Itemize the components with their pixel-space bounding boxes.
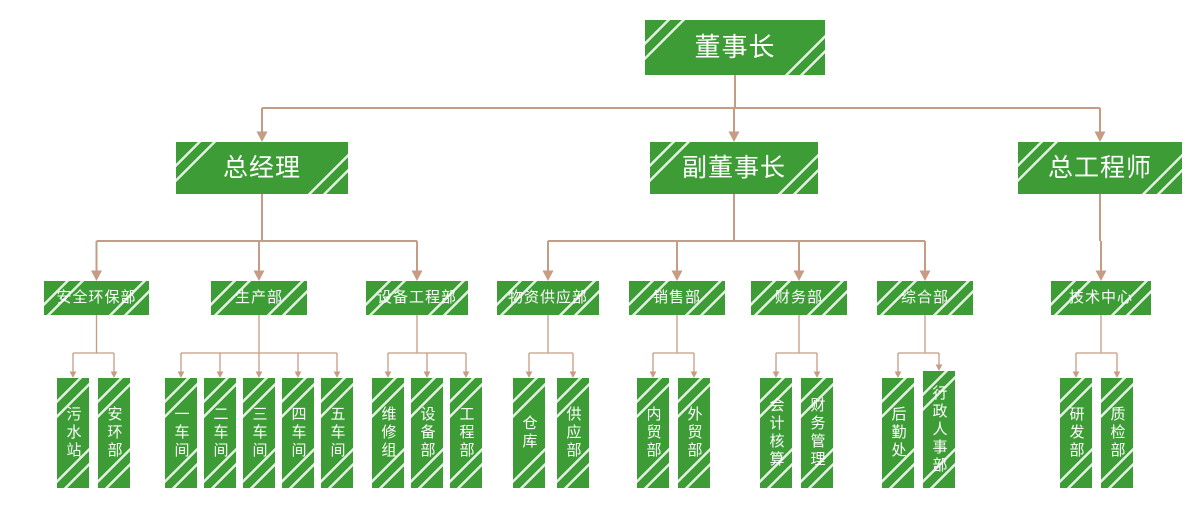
connector-group-sales xyxy=(649,315,698,378)
connector-group-safety-env xyxy=(69,315,118,378)
org-node-label: 后勤处 xyxy=(889,406,907,460)
org-node-label: 设备部 xyxy=(418,406,436,460)
org-node-comprehensive[interactable]: 综合部 xyxy=(877,281,973,315)
connector-arrowhead xyxy=(793,270,805,281)
org-node-label: 五车间 xyxy=(328,406,346,460)
connector-arrowhead xyxy=(256,131,268,142)
connector-arrowhead xyxy=(91,270,102,281)
org-node-safety-env[interactable]: 安全环保部 xyxy=(44,281,149,315)
org-node-warehouse[interactable]: 仓库 xyxy=(513,378,545,488)
org-node-label: 安全环保部 xyxy=(56,288,137,306)
org-node-label: 生产部 xyxy=(234,288,283,306)
org-node-vice-chairman[interactable]: 副董事长 xyxy=(650,142,818,194)
org-node-workshop-1[interactable]: 一车间 xyxy=(165,378,197,488)
org-node-logistics[interactable]: 后勤处 xyxy=(882,378,914,488)
org-node-label: 财务部 xyxy=(774,288,823,306)
connector-arrowhead xyxy=(1095,270,1107,281)
org-node-workshop-5[interactable]: 五车间 xyxy=(321,378,353,488)
org-node-engineering-dept[interactable]: 工程部 xyxy=(450,378,482,488)
org-node-finance[interactable]: 财务部 xyxy=(751,281,847,315)
org-node-label: 行政人事部 xyxy=(930,384,948,475)
org-node-material-sup[interactable]: 物资供应部 xyxy=(497,281,599,315)
org-node-label: 技术中心 xyxy=(1068,288,1133,306)
org-node-supply-dept[interactable]: 供应部 xyxy=(557,378,589,488)
org-node-label: 副董事长 xyxy=(681,153,786,182)
org-node-safety-dept[interactable]: 安环部 xyxy=(98,378,130,488)
connector-group-chairman xyxy=(256,75,1106,142)
org-node-sales[interactable]: 销售部 xyxy=(629,281,725,315)
connector-group-production xyxy=(177,315,341,378)
org-node-label: 设备工程部 xyxy=(376,288,457,306)
org-node-maintenance-grp[interactable]: 维修组 xyxy=(372,378,404,488)
org-node-foreign-trade[interactable]: 外贸部 xyxy=(678,378,710,488)
org-node-label: 董事长 xyxy=(694,32,776,63)
org-node-equipment-dept[interactable]: 设备部 xyxy=(411,378,443,488)
org-node-chief-engineer[interactable]: 总工程师 xyxy=(1018,142,1182,194)
connector-arrowhead xyxy=(542,270,554,281)
org-node-label: 仓库 xyxy=(520,415,538,451)
connector-group-vice-chairman xyxy=(542,194,931,281)
org-node-label: 质检部 xyxy=(1108,406,1126,460)
connector-group-comprehensive xyxy=(894,315,943,378)
org-node-rd-dept[interactable]: 研发部 xyxy=(1060,378,1092,488)
connector-arrowhead xyxy=(919,270,931,281)
connector-arrowhead xyxy=(411,270,423,281)
connector-arrowhead xyxy=(728,131,740,142)
org-node-admin-hr[interactable]: 行政人事部 xyxy=(923,371,955,488)
org-node-label: 会计核算 xyxy=(767,397,785,469)
org-node-label: 维修组 xyxy=(379,406,397,460)
org-node-label: 内贸部 xyxy=(644,406,662,460)
connector-group-equipment-eng xyxy=(384,315,470,378)
connector-arrowhead xyxy=(1094,131,1106,142)
org-node-qc-dept[interactable]: 质检部 xyxy=(1101,378,1133,488)
org-node-label: 物资供应部 xyxy=(507,288,588,306)
org-node-workshop-2[interactable]: 二车间 xyxy=(204,378,236,488)
org-node-label: 二车间 xyxy=(211,406,229,460)
org-node-label: 财务管理 xyxy=(808,397,826,469)
org-node-workshop-3[interactable]: 三车间 xyxy=(243,378,275,488)
org-node-chairman[interactable]: 董事长 xyxy=(645,20,825,75)
connector-group-chief-engineer xyxy=(1095,194,1107,281)
org-node-workshop-4[interactable]: 四车间 xyxy=(282,378,314,488)
org-node-sewage-station[interactable]: 污水站 xyxy=(57,378,89,488)
org-node-label: 总经理 xyxy=(222,153,301,182)
connector-arrowhead xyxy=(253,270,265,281)
org-node-label: 工程部 xyxy=(457,406,475,460)
org-node-label: 一车间 xyxy=(172,406,190,460)
org-node-label: 污水站 xyxy=(64,406,82,460)
org-node-accounting[interactable]: 会计核算 xyxy=(760,378,792,488)
connector-group-material-sup xyxy=(525,315,577,378)
org-node-label: 总工程师 xyxy=(1047,153,1152,182)
org-node-tech-center[interactable]: 技术中心 xyxy=(1051,281,1151,315)
org-node-domestic-trade[interactable]: 内贸部 xyxy=(637,378,669,488)
org-node-general-manager[interactable]: 总经理 xyxy=(176,142,348,194)
org-node-label: 三车间 xyxy=(250,406,268,460)
org-node-label: 供应部 xyxy=(564,406,582,460)
connector-group-finance xyxy=(772,315,821,378)
org-node-label: 销售部 xyxy=(652,288,701,306)
org-node-production[interactable]: 生产部 xyxy=(211,281,307,315)
org-node-label: 综合部 xyxy=(900,288,949,306)
org-node-label: 安环部 xyxy=(105,406,123,460)
connector-arrowhead xyxy=(671,270,683,281)
connector-group-tech-center xyxy=(1072,315,1121,378)
org-node-label: 研发部 xyxy=(1067,406,1085,460)
org-node-label: 四车间 xyxy=(289,406,307,460)
connector-group-general-manager xyxy=(91,194,423,281)
org-node-equipment-eng[interactable]: 设备工程部 xyxy=(366,281,468,315)
org-node-finance-manage[interactable]: 财务管理 xyxy=(801,378,833,488)
org-node-label: 外贸部 xyxy=(685,406,703,460)
